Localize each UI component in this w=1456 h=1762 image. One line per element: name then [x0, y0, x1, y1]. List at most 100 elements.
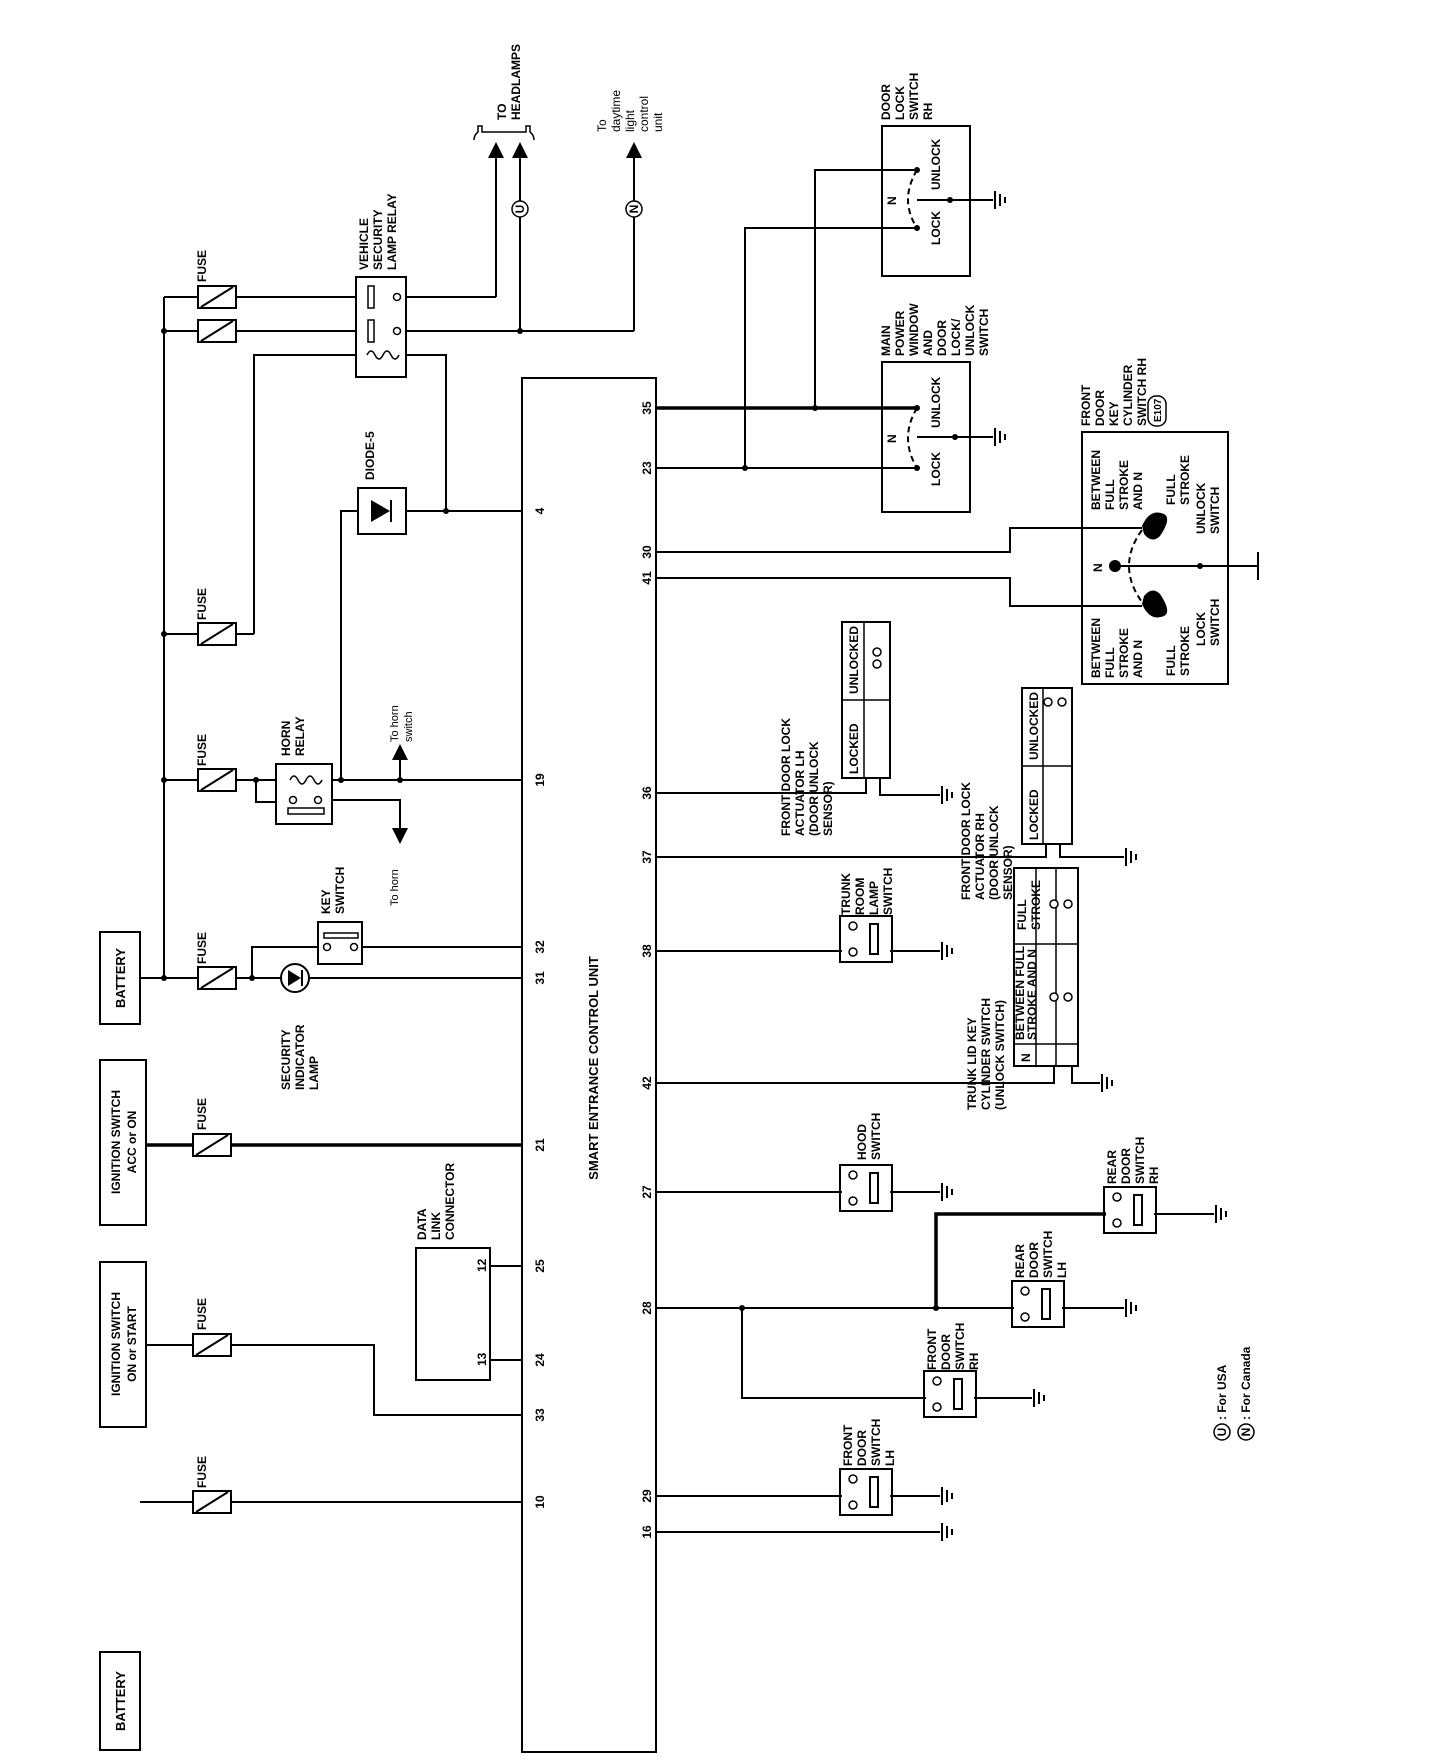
pin-37: 37 [640, 850, 654, 864]
pin-33: 33 [533, 1408, 547, 1422]
horn-relay: HORN RELAY [275, 716, 333, 825]
svg-text:FRONT: FRONT [841, 1424, 855, 1466]
svg-text:LOCKED: LOCKED [847, 723, 861, 774]
ignition-switch-start: IGNITION SWITCH ON or START [99, 1261, 147, 1428]
svg-text:RH: RH [1147, 1167, 1161, 1184]
svg-text:KEY: KEY [1107, 401, 1121, 426]
svg-text:LH: LH [883, 1450, 897, 1466]
pin-21: 21 [533, 1138, 547, 1152]
vehicle-security-lamp-relay: VEHICLE SECURITY LAMP RELAY [355, 193, 407, 378]
svg-text:U: U [1215, 1428, 1229, 1437]
trunk-lid-key-cylinder-switch: N BETWEEN FULL STROKE AND N FULL STROKE … [965, 867, 1079, 1110]
svg-text:(UNLOCK SWITCH): (UNLOCK SWITCH) [993, 1000, 1007, 1110]
fuse-1: FUSE [195, 250, 237, 309]
key-lamp-wiring [236, 946, 522, 981]
svg-text:FULL: FULL [1103, 479, 1117, 510]
svg-text:SWITCH: SWITCH [1208, 487, 1222, 534]
pin-28: 28 [640, 1301, 654, 1315]
svg-text:LAMP: LAMP [867, 881, 881, 915]
svg-text:(DOOR UNLOCK: (DOOR UNLOCK [987, 805, 1001, 900]
hood-wiring [656, 1182, 953, 1202]
svg-text:LAMP: LAMP [307, 1056, 321, 1090]
svg-text:RELAY: RELAY [293, 716, 307, 756]
key-switch: KEY SWITCH [317, 867, 363, 965]
svg-text:SWITCH RH: SWITCH RH [1135, 358, 1149, 426]
svg-text:AND N: AND N [1131, 472, 1145, 510]
svg-text:SENSOR): SENSOR) [821, 781, 835, 836]
svg-text:SWITCH: SWITCH [1041, 1231, 1055, 1278]
pin-42: 42 [640, 1076, 654, 1090]
svg-text:CONNECTOR: CONNECTOR [443, 1163, 457, 1240]
svg-text:U: U [513, 205, 527, 214]
svg-text:: For Canada: : For Canada [1239, 1346, 1253, 1420]
pw-switch-wiring [656, 405, 917, 471]
svg-text:DOOR: DOOR [855, 1430, 869, 1466]
pin-19: 19 [533, 773, 547, 787]
svg-text:DIODE-5: DIODE-5 [363, 431, 377, 480]
pin-41: 41 [640, 571, 654, 585]
svg-text:REAR: REAR [1013, 1244, 1027, 1278]
svg-text:SWITCH: SWITCH [333, 867, 347, 914]
svg-text:POWER: POWER [893, 310, 907, 356]
battery-top: BATTERY [99, 931, 141, 1025]
svg-text:RH: RH [967, 1353, 981, 1370]
svg-text:FUSE: FUSE [195, 932, 209, 964]
pin-36: 36 [640, 786, 654, 800]
svg-text:light: light [623, 109, 637, 132]
svg-text:STROKE: STROKE [1117, 628, 1131, 678]
secu-pin-labels-right: 35 23 30 41 36 37 38 42 27 28 29 16 [640, 401, 654, 1539]
svg-text:daytime: daytime [609, 90, 623, 132]
svg-text:ON or START: ON or START [125, 1305, 139, 1381]
actuator-lh-wiring [656, 778, 953, 805]
pin-16: 16 [640, 1525, 654, 1539]
svg-text:RH: RH [921, 103, 935, 120]
svg-text:SWITCH: SWITCH [869, 1113, 883, 1160]
pin-30: 30 [640, 545, 654, 559]
svg-text:REAR: REAR [1105, 1150, 1119, 1184]
front-door-lock-actuator-rh: LOCKED UNLOCKED FRONT DOOR LOCK ACTUATOR… [959, 687, 1073, 900]
pin-32: 32 [533, 940, 547, 954]
svg-text:SWITCH: SWITCH [1208, 599, 1222, 646]
trunk-lid-wiring [656, 1066, 1113, 1093]
svg-text:STROKE: STROKE [1117, 460, 1131, 510]
front-door-switch-rh: FRONT DOOR SWITCH RH [923, 1323, 981, 1418]
svg-text:FULL: FULL [1103, 647, 1117, 678]
svg-text:MAIN: MAIN [879, 325, 893, 356]
fuse-7: FUSE [192, 1298, 232, 1357]
svg-text:HORN: HORN [279, 721, 293, 756]
svg-text:BETWEEN FULL: BETWEEN FULL [1013, 946, 1027, 1040]
svg-text:FRONT: FRONT [1079, 384, 1093, 426]
pin-23: 23 [640, 461, 654, 475]
data-link-connector: DATA LINK CONNECTOR 12 13 [415, 1163, 522, 1381]
n-marker: N [625, 200, 643, 218]
diode-5: DIODE-5 [357, 431, 407, 535]
svg-text:N: N [1239, 1428, 1253, 1437]
svg-text:STROKE AND N: STROKE AND N [1025, 949, 1039, 1040]
pin-38: 38 [640, 944, 654, 958]
svg-text:UNLOCKED: UNLOCKED [1027, 692, 1041, 760]
svg-text:DOOR: DOOR [935, 320, 949, 356]
svg-text:FUSE: FUSE [195, 1456, 209, 1488]
pin-27: 27 [640, 1185, 654, 1199]
svg-text:LOCKED: LOCKED [1027, 789, 1041, 840]
svg-text:STROKE: STROKE [1029, 880, 1043, 930]
svg-text:SWITCH: SWITCH [977, 309, 991, 356]
svg-text:control: control [637, 96, 651, 132]
svg-text:DOOR: DOOR [1093, 390, 1107, 426]
ignition-switch-acc: IGNITION SWITCH ACC or ON [99, 1059, 147, 1226]
battery-bottom: BATTERY [99, 1651, 141, 1751]
svg-text:unit: unit [651, 112, 665, 132]
pin-25: 25 [533, 1259, 547, 1273]
fuse-2 [197, 319, 237, 343]
svg-text:SENSOR): SENSOR) [1001, 845, 1015, 900]
svg-text:(DOOR UNLOCK: (DOOR UNLOCK [807, 741, 821, 836]
svg-text:DOOR: DOOR [1119, 1148, 1133, 1184]
to-headlamps-label: TO HEADLAMPS [473, 44, 535, 141]
pin-10: 10 [533, 1495, 547, 1509]
horn-wiring [236, 744, 522, 844]
hood-switch: HOOD SWITCH [839, 1113, 893, 1212]
to-horn-switch-label: To horn [389, 705, 401, 742]
relay-wiring [236, 142, 642, 635]
svg-text:To: To [595, 119, 609, 132]
svg-text:UNLOCK: UNLOCK [963, 304, 977, 356]
